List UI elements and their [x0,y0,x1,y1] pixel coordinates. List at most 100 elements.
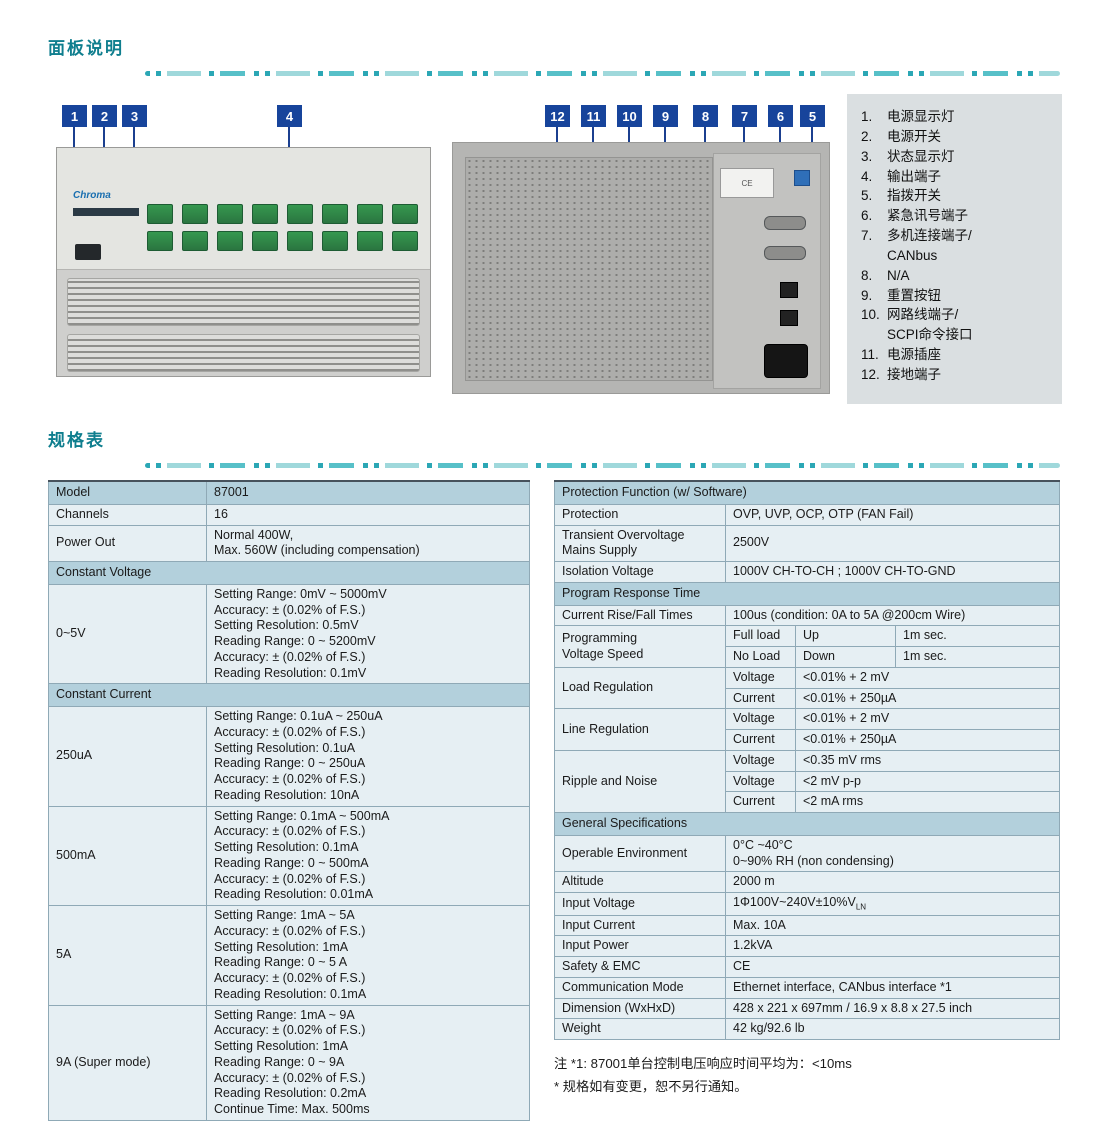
spec-value: 16 [206,503,530,526]
spec-value: Setting Range: 1mA ~ 5A Accuracy: ± (0.0… [206,905,530,1006]
spec-label: Power Out [48,524,207,562]
spec-label: Communication Mode [554,976,726,999]
legend-item: 11.电源插座 [861,345,1052,365]
table-row: Current <0.01% + 250µA [555,687,1060,710]
legend-num: 10. [861,307,880,323]
spec-label: 5A [48,905,207,1006]
legend-item: 4.输出端子 [861,167,1052,187]
legend-num: 2. [861,128,873,144]
spec-right-column: Protection Function (w/ Software) Protec… [554,480,1060,1098]
table-section-row: Constant Current [48,683,530,707]
spec-label: Protection [554,503,726,526]
section-title-panel: 面板说明 [48,39,124,58]
table-row: Input Current Max. 10A [554,914,1060,937]
legend-num: 8. [861,267,873,283]
spec-table-protection: Protection Function (w/ Software) Protec… [554,480,1060,1041]
table-row: Power Out Normal 400W, Max. 560W (includ… [48,524,530,562]
callout-5: 5 [800,105,825,127]
table-row: Dimension (WxHxD) 428 x 221 x 697mm / 16… [554,997,1060,1020]
legend-item: 3.状态显示灯 [861,147,1052,167]
legend-label: 电源插座 [887,347,941,363]
spec-value: CE [725,956,1060,978]
legend-num: 12. [861,366,880,382]
table-row: Altitude 2000 m [554,871,1060,893]
legend-num: 7. [861,228,873,244]
rear-connector-column: CE [713,153,821,389]
spec-value: <0.01% + 2 mV [795,708,1060,730]
spec-label: 9A (Super mode) [48,1004,207,1121]
table-row: 500mA Setting Range: 0.1mA ~ 500mA Accur… [48,805,530,906]
section-header: Protection Function (w/ Software) [554,480,1060,505]
dsub-connector-1 [764,216,806,230]
table-row: Current <2 mA rms [555,791,1060,813]
terminal-block [147,204,173,224]
legend-label: 紧急讯号端子 [887,208,968,224]
panel-legend: 1.电源显示灯 2.电源开关 3.状态显示灯 4.输出端子 5.指拨开关 6.紧… [847,94,1062,404]
table-row: Line Regulation Voltage <0.01% + 2 mV [554,708,1060,751]
voltage-subscript: LN [855,902,867,912]
dip-switch [794,170,810,186]
spec-subcell: 1m sec. [895,625,1060,647]
spec-value: <2 mV p-p [795,770,1060,793]
callout-3: 3 [122,105,147,127]
table-row: Current Rise/Fall Times 100us (condition… [554,604,1060,627]
legend-label: 电源显示灯 [887,109,955,124]
spec-value: Ethernet interface, CANbus interface *1 [725,976,1060,999]
dsub-connector-2 [764,246,806,260]
callout-10: 10 [617,105,642,127]
legend-label: 重置按钮 [887,287,941,303]
cert-label: CE [720,168,774,198]
spec-subcell: Full load [725,625,796,647]
table-row: Input Voltage 1Φ100V~240V±10%VLN [554,892,1060,916]
spec-value: <0.01% + 250µA [795,687,1060,710]
table-section-row: Program Response Time [554,581,1060,606]
table-row: Input Power 1.2kVA [554,935,1060,958]
legend-item: 5.指拨开关 [861,186,1052,206]
footnotes: 注 *1: 87001单台控制电压响应时间平均为：<10ms * 规格如有变更，… [554,1052,1060,1098]
section-title-spec: 规格表 [48,431,105,450]
device-front-view: Chroma [56,147,431,377]
terminal-block [287,204,313,224]
vent-grille-lower [67,334,420,372]
brand-logo: Chroma [73,190,111,201]
spec-value: Setting Range: 0mV ~ 5000mV Accuracy: ± … [206,583,530,685]
legend-num: 1. [861,109,873,124]
table-row: No Load Down 1m sec. [555,646,1060,668]
legend-item: 10. 网路线端子/ SCPI命令接口 [861,305,1052,345]
spec-tables: Model 87001 Channels 16 Power Out Normal… [48,480,1060,1121]
terminal-block [357,204,383,224]
status-display [73,208,139,216]
legend-label: 接地端子 [887,366,941,382]
callout-11: 11 [581,105,606,127]
legend-item: 1. 电源显示灯 [861,107,1052,127]
spec-value: Setting Range: 0.1uA ~ 250uA Accuracy: ±… [206,706,530,807]
footnote-1: 注 *1: 87001单台控制电压响应时间平均为：<10ms [554,1056,852,1072]
legend-label: 状态显示灯 [887,148,955,164]
callout-4: 4 [277,105,302,127]
legend-label: 网路线端子/ SCPI命令接口 [887,307,973,343]
spec-label: Input Voltage [554,892,726,916]
spec-value: Max. 10A [725,914,1060,937]
terminal-block [182,204,208,224]
table-row: Transient Overvoltage Mains Supply 2500V [554,524,1060,562]
table-row: Channels 16 [48,503,530,526]
terminal-block [182,231,208,251]
legend-label: 输出端子 [887,168,941,184]
spec-value: 1000V CH-TO-CH ; 1000V CH-TO-GND [725,561,1060,583]
table-row: Programming Voltage Speed Full load Up 1… [554,625,1060,668]
table-section-row: Constant Voltage [48,561,530,585]
callout-9: 9 [653,105,678,127]
section-header: Constant Voltage [48,561,530,585]
spec-label: 0~5V [48,583,207,685]
table-row: 5A Setting Range: 1mA ~ 5A Accuracy: ± (… [48,905,530,1006]
table-section-row: Protection Function (w/ Software) [554,480,1060,505]
legend-label: 多机连接端子/ CANbus [887,228,972,263]
spec-subcell: Current [725,791,796,813]
terminal-block [147,231,173,251]
spec-subcell: Voltage [725,749,796,772]
table-row: Safety & EMC CE [554,956,1060,978]
terminal-block [217,204,243,224]
terminal-block [322,204,348,224]
section-header: Constant Current [48,683,530,707]
spec-label: Model [48,480,207,505]
